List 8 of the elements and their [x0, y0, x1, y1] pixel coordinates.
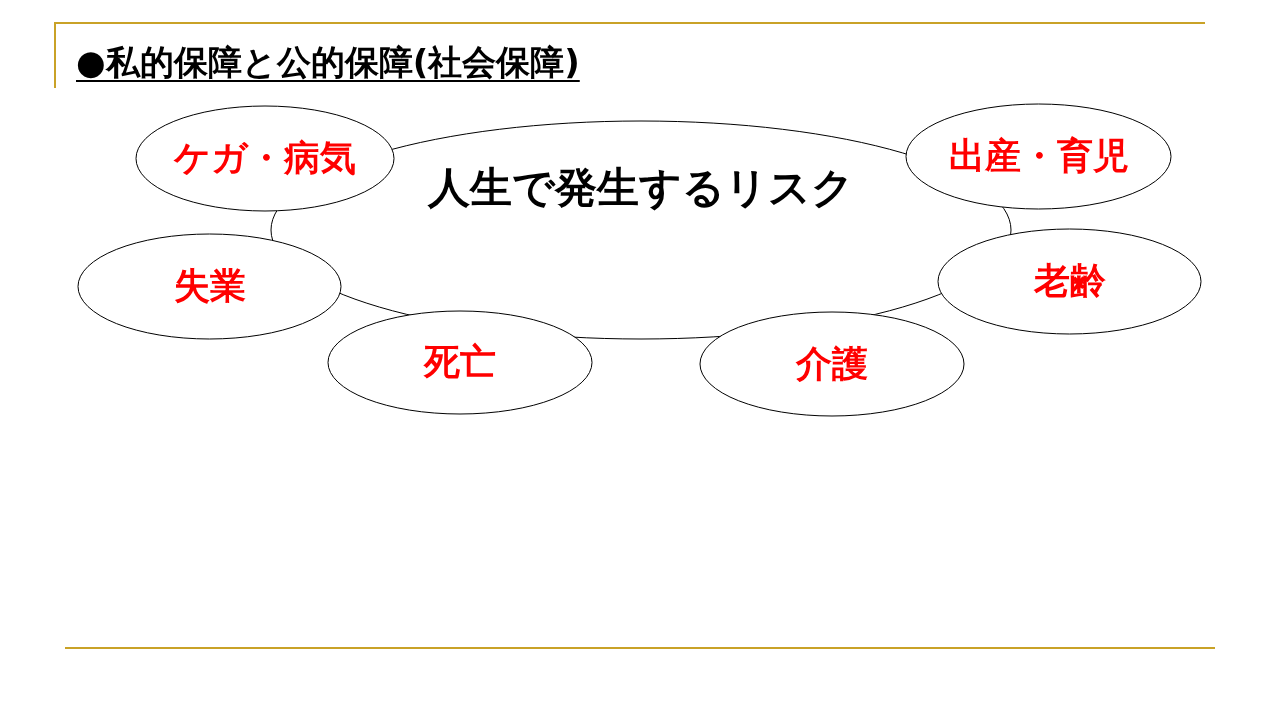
risk-label: 介護: [796, 341, 868, 386]
risk-label: ケガ・病気: [174, 136, 356, 180]
risk-label: 失業: [173, 264, 246, 308]
slide-title: ●私的保障と公的保障(社会保障): [76, 41, 580, 84]
risk-label: 死亡: [424, 340, 496, 384]
risk-label: 出産・育児: [948, 134, 1129, 178]
center-label: 人生で発生するリスク: [428, 162, 854, 214]
risk-label: 老齢: [1033, 259, 1106, 303]
